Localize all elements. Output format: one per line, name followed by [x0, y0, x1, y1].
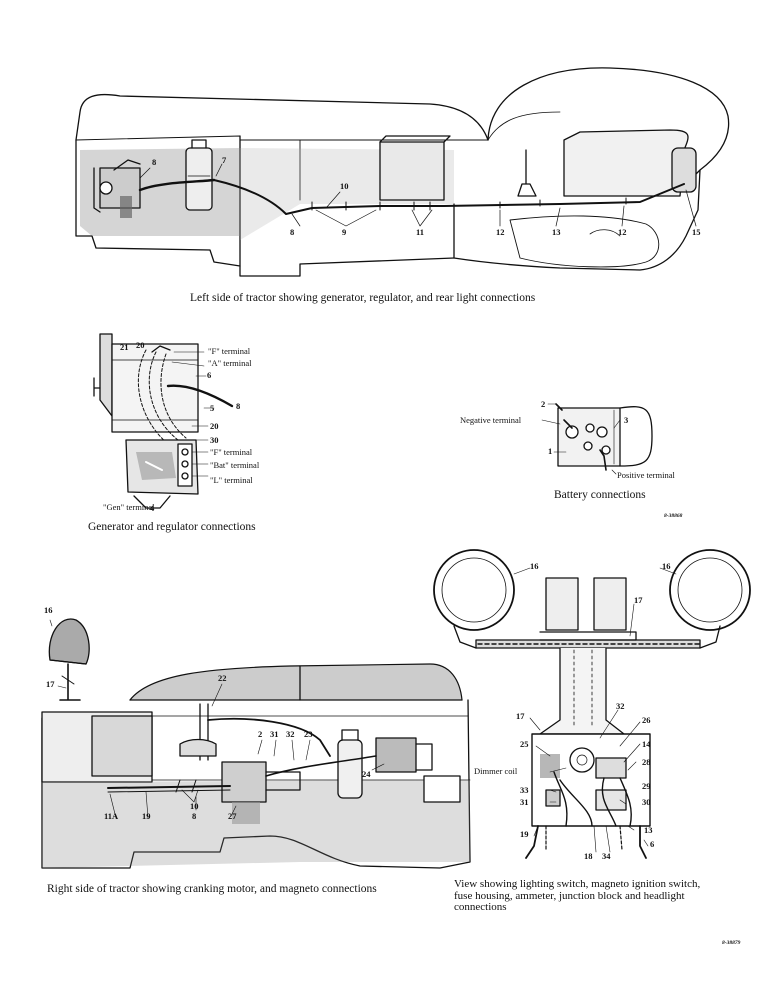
callout-right-2: 2: [258, 729, 263, 739]
callout-gen-20a: 20: [136, 340, 145, 350]
callout-right-31: 31: [270, 729, 279, 739]
callout-right-16: 16: [44, 605, 53, 615]
callout-right-27: 27: [228, 811, 237, 821]
callout-gen-6: 6: [207, 370, 212, 380]
callout-dash-31: 31: [520, 797, 529, 807]
callout-gen-8: 8: [236, 401, 241, 411]
callout-right-32: 32: [286, 729, 295, 739]
right-side-tractor-drawing: [41, 618, 471, 869]
battery-drawing: [541, 403, 653, 475]
caption-right-side: Right side of tractor showing cranking m…: [47, 883, 377, 895]
callout-right-19: 19: [142, 811, 151, 821]
callout-dash-17a: 17: [634, 595, 643, 605]
callout-dash-26: 26: [642, 715, 651, 725]
callout-top-12a: 12: [496, 227, 505, 237]
callout-gen-21: 21: [120, 342, 129, 352]
callout-top-8b: 8: [290, 227, 295, 237]
callout-right-8: 8: [192, 811, 197, 821]
label-positive-terminal: Positive terminal: [617, 470, 675, 480]
callout-dash-19: 19: [520, 829, 529, 839]
label-f-terminal-top: "F" terminal: [208, 346, 251, 356]
figure-code-battery: 8-38868: [664, 513, 683, 519]
callout-dash-32: 32: [616, 701, 625, 711]
callout-battery-1: 1: [548, 446, 553, 456]
callout-dash-30: 30: [642, 797, 651, 807]
callout-top-13: 13: [552, 227, 561, 237]
callout-dash-33: 33: [520, 785, 529, 795]
callout-dash-34: 34: [602, 851, 611, 861]
left-side-tractor-drawing: [75, 67, 730, 277]
dash-headlight-drawing: [433, 549, 751, 859]
callout-dash-13: 13: [644, 825, 653, 835]
callout-right-23: 23: [304, 729, 313, 739]
label-gen-terminal: "Gen" terminal: [103, 502, 155, 512]
label-negative-terminal: Negative terminal: [460, 415, 522, 425]
callout-gen-30: 30: [210, 435, 219, 445]
caption-view-line1: View showing lighting switch, magneto ig…: [454, 878, 701, 890]
callout-right-11a: 11A: [104, 811, 119, 821]
caption-view-line2: fuse housing, ammeter, junction block an…: [454, 890, 685, 902]
callout-right-17: 17: [46, 679, 55, 689]
callout-gen-4: 4: [150, 503, 155, 513]
callout-gen-5: 5: [210, 403, 215, 413]
caption-battery: Battery connections: [554, 489, 646, 501]
callout-dash-14: 14: [642, 739, 651, 749]
callout-dash-17b: 17: [516, 711, 525, 721]
callout-top-11: 11: [416, 227, 425, 237]
callout-top-10: 10: [340, 181, 349, 191]
label-f-terminal-reg: "F" terminal: [210, 447, 253, 457]
caption-generator-regulator: Generator and regulator connections: [88, 521, 256, 533]
caption-view-line3: connections: [454, 901, 507, 913]
callout-top-12b: 12: [618, 227, 627, 237]
callout-right-22: 22: [218, 673, 227, 683]
callout-dash-16b: 16: [662, 561, 671, 571]
label-a-terminal: "A" terminal: [208, 358, 252, 368]
callout-dash-16a: 16: [530, 561, 539, 571]
callout-battery-3: 3: [624, 415, 629, 425]
callout-dash-18: 18: [584, 851, 593, 861]
callout-right-10: 10: [190, 801, 199, 811]
label-l-terminal: "L" terminal: [210, 475, 253, 485]
generator-regulator-drawing: [93, 333, 234, 509]
callout-top-9: 9: [342, 227, 347, 237]
caption-left-side: Left side of tractor showing generator, …: [190, 292, 536, 304]
label-dimmer-coil: Dimmer coil: [474, 766, 518, 776]
callout-right-24: 24: [362, 769, 371, 779]
callout-dash-6: 6: [650, 839, 655, 849]
label-bat-terminal: "Bat" terminal: [210, 460, 260, 470]
callout-dash-28: 28: [642, 757, 651, 767]
callout-dash-29: 29: [642, 781, 651, 791]
callout-dash-25: 25: [520, 739, 529, 749]
callout-battery-2: 2: [541, 399, 546, 409]
callout-top-7: 7: [222, 155, 227, 165]
figure-code-bottom: 8-38879: [722, 940, 741, 946]
callout-top-8a: 8: [152, 157, 157, 167]
callout-top-15: 15: [692, 227, 701, 237]
callout-gen-20b: 20: [210, 421, 219, 431]
